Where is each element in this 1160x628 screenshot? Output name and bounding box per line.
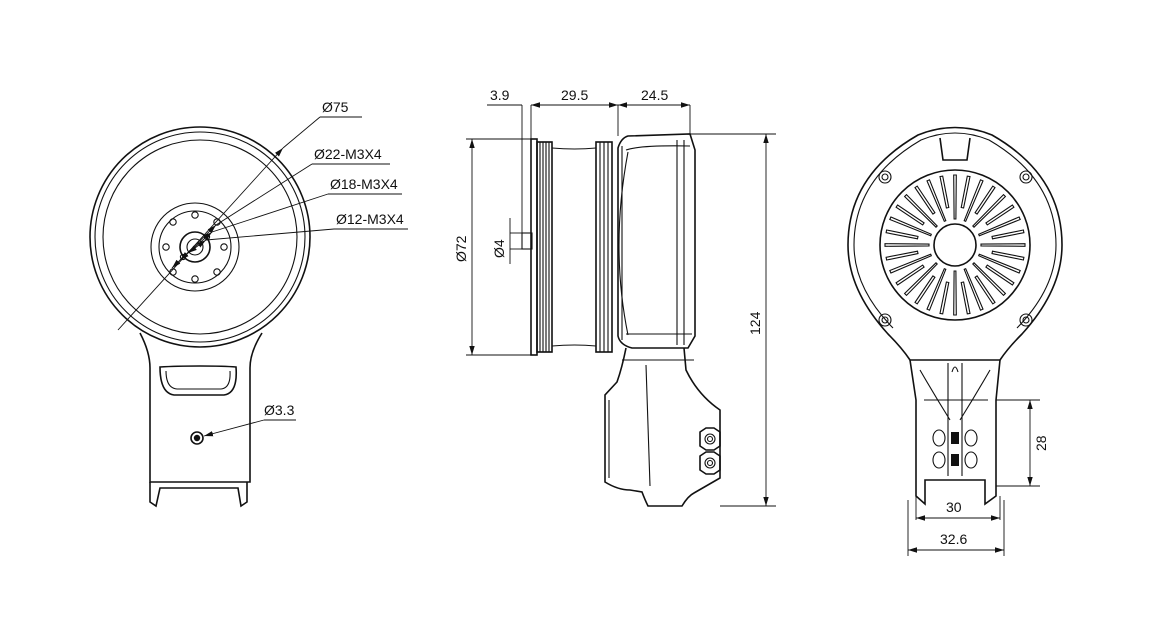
shaft bbox=[521, 232, 533, 250]
vent-slot bbox=[889, 253, 933, 274]
mount-hole bbox=[190, 431, 204, 445]
hub-outer bbox=[150, 202, 240, 292]
vent-slot bbox=[972, 193, 1007, 228]
rear-view: 28 30 32.6 bbox=[847, 126, 1063, 556]
vent-slot bbox=[914, 185, 936, 215]
bracket-holes bbox=[932, 429, 978, 469]
callout-d18: Ø18-M3X4 bbox=[330, 176, 398, 192]
dim-124: 124 bbox=[747, 311, 763, 335]
dim-29-5: 29.5 bbox=[561, 87, 588, 103]
callout-d3-3: Ø3.3 bbox=[264, 402, 295, 418]
callout-d75: Ø75 bbox=[322, 99, 349, 115]
vent-slot bbox=[903, 193, 938, 228]
dim-32-6: 32.6 bbox=[940, 531, 967, 547]
rear-bracket bbox=[909, 359, 1001, 506]
callout-d22: Ø22-M3X4 bbox=[314, 146, 382, 162]
vent-slot bbox=[977, 216, 1021, 237]
mount-arm bbox=[604, 347, 721, 507]
corner-screws bbox=[878, 170, 1033, 327]
dim-d72: Ø72 bbox=[453, 235, 469, 262]
vent-slot bbox=[884, 243, 930, 247]
cable-loop bbox=[159, 365, 238, 396]
vent-slot bbox=[889, 216, 933, 237]
vent-slot bbox=[885, 229, 919, 240]
vent-slot bbox=[960, 175, 971, 209]
vent-slot bbox=[963, 267, 984, 311]
vent-slot bbox=[953, 174, 957, 220]
vent-slot bbox=[985, 204, 1015, 226]
vent-slot bbox=[953, 270, 957, 316]
vent-slot bbox=[885, 250, 919, 261]
rotor-bell bbox=[536, 141, 613, 353]
rear-dimensions: 28 30 32.6 bbox=[907, 399, 1049, 556]
vent-slot bbox=[926, 179, 947, 223]
vent-slot bbox=[963, 179, 984, 223]
mount-hole-core bbox=[193, 434, 201, 442]
hex-nuts bbox=[699, 427, 721, 475]
vent-slots bbox=[884, 174, 1026, 316]
dim-30: 30 bbox=[946, 499, 962, 515]
dim-d4: Ø4 bbox=[491, 239, 507, 258]
cable-loop-inner bbox=[165, 370, 231, 390]
vent-slot bbox=[991, 229, 1025, 240]
front-callouts: Ø75 Ø22-M3X4 Ø18-M3X4 Ø12-M3X4 Ø3.3 bbox=[117, 99, 408, 437]
side-dimensions: 3.9 29.5 24.5 Ø72 Ø4 124 bbox=[453, 87, 776, 507]
outer-rim bbox=[89, 126, 311, 348]
vent-slot bbox=[914, 275, 936, 305]
hub-mid bbox=[158, 210, 232, 284]
dim-28: 28 bbox=[1033, 435, 1049, 451]
center-bore bbox=[933, 223, 977, 267]
vent-slot bbox=[939, 175, 950, 209]
vent-slot bbox=[939, 281, 950, 315]
vent-slot bbox=[903, 262, 938, 297]
vent-slot bbox=[980, 243, 1026, 247]
vent-slot bbox=[985, 264, 1015, 286]
side-view: 3.9 29.5 24.5 Ø72 Ø4 124 bbox=[453, 87, 776, 507]
stator-housing bbox=[617, 133, 696, 349]
top-tab bbox=[939, 137, 971, 161]
front-view: Ø75 Ø22-M3X4 Ø18-M3X4 Ø12-M3X4 Ø3.3 bbox=[89, 99, 408, 508]
vent-slot bbox=[974, 185, 996, 215]
dim-3-9: 3.9 bbox=[490, 87, 510, 103]
dim-24-5: 24.5 bbox=[641, 87, 668, 103]
vent-slot bbox=[991, 250, 1025, 261]
rear-housing bbox=[847, 126, 1063, 361]
vent-slot bbox=[895, 204, 925, 226]
vent-slot bbox=[895, 264, 925, 286]
vent-slot bbox=[977, 253, 1021, 274]
base-foot bbox=[149, 482, 248, 508]
neck bbox=[139, 332, 263, 483]
vent-slot bbox=[960, 281, 971, 315]
outer-rim-inner bbox=[94, 131, 306, 343]
vent-slot bbox=[974, 275, 996, 305]
bell-face bbox=[102, 139, 298, 335]
callout-d12: Ø12-M3X4 bbox=[336, 211, 404, 227]
vent-disk bbox=[879, 169, 1031, 321]
vent-slot bbox=[926, 267, 947, 311]
vent-slot bbox=[972, 262, 1007, 297]
